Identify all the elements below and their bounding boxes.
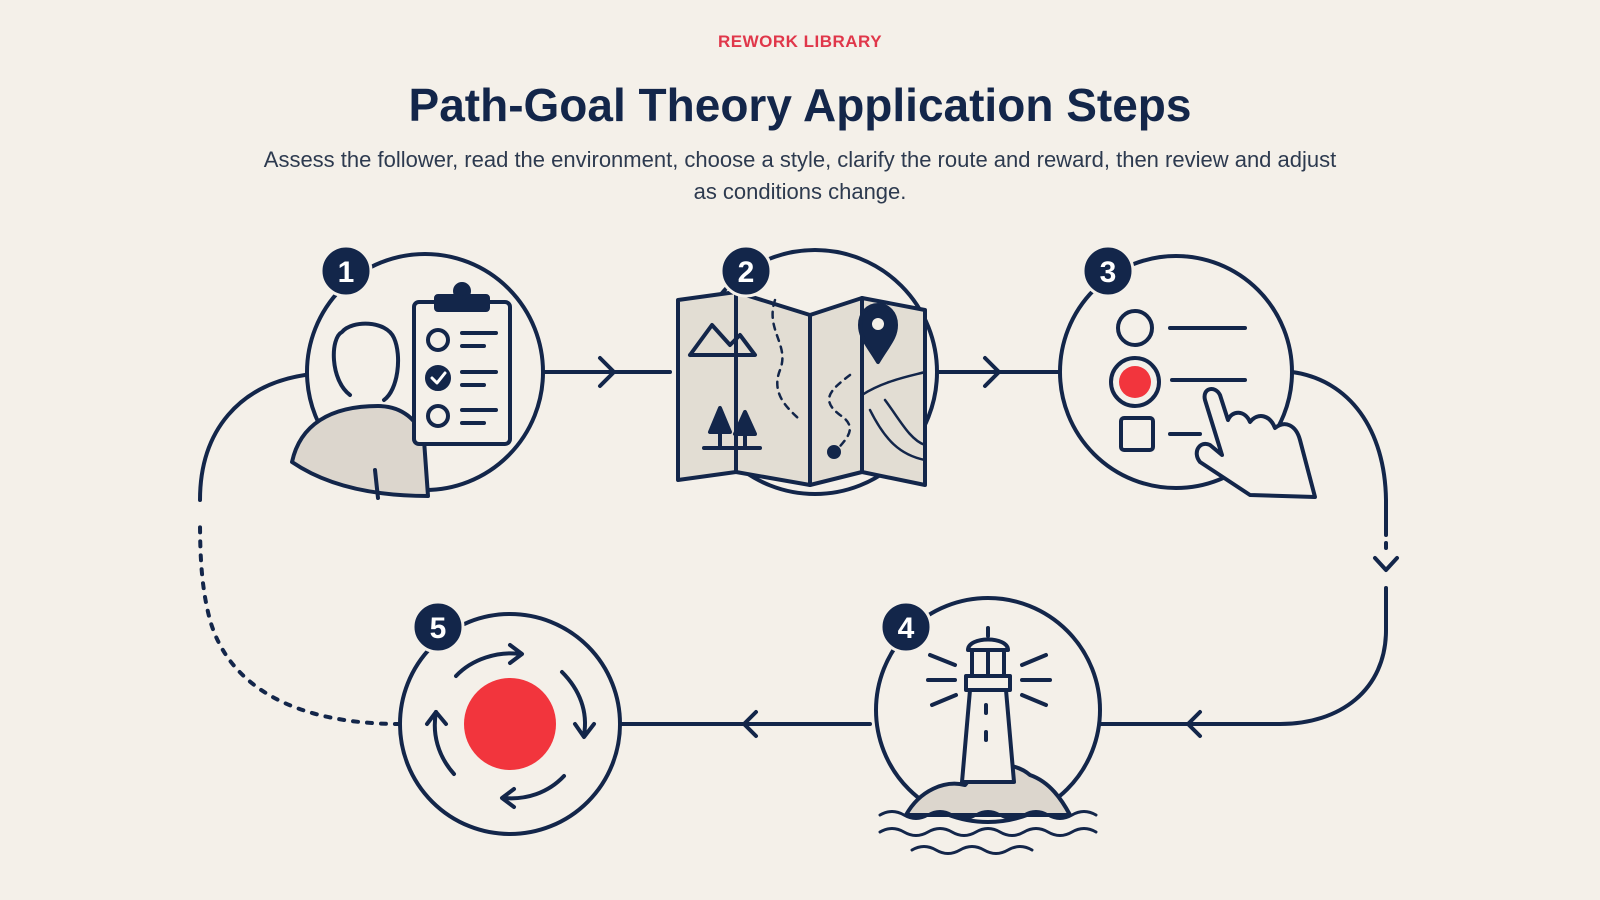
step-4-number: 4 — [898, 612, 915, 645]
step-5-badge — [411, 600, 465, 654]
connector-3-4 — [1098, 370, 1399, 738]
step-1-number: 1 — [338, 256, 355, 289]
map-icon — [676, 290, 927, 487]
step-2-number: 2 — [738, 256, 755, 289]
lighthouse-icon — [878, 626, 1098, 855]
person-clipboard-icon — [290, 282, 512, 500]
step-3-number: 3 — [1100, 256, 1117, 289]
page-title: Path-Goal Theory Application Steps — [408, 79, 1192, 131]
step-3-badge — [1081, 244, 1135, 298]
step-5-number: 5 — [430, 612, 447, 645]
connector-5-1 — [198, 373, 402, 726]
library-label: REWORK LIBRARY — [717, 32, 883, 51]
step-2-badge — [719, 244, 773, 298]
review-cycle-icon — [425, 643, 596, 809]
step-1-badge — [319, 244, 373, 298]
choice-selection-icon — [1109, 309, 1317, 499]
page-subtitle: Assess the follower, read the environmen… — [263, 147, 1337, 204]
connector-1-2 — [540, 356, 672, 388]
step-4-badge — [879, 600, 933, 654]
connector-4-5 — [620, 710, 872, 738]
connector-2-3 — [918, 356, 1060, 388]
